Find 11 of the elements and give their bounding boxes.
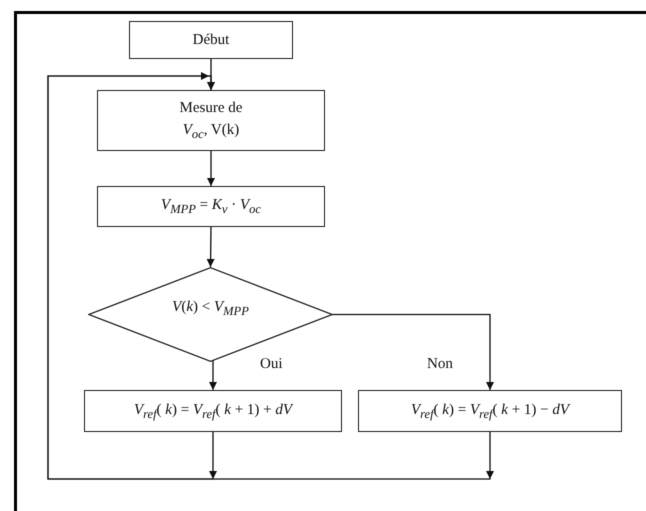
process-box [358, 390, 622, 432]
step-text: Mesure de V$_{oc}$, V(k) [178, 98, 244, 144]
start-text: Début [192, 30, 230, 50]
formula-text: V$_{MPP}$ = K$_{v}$ · V$_{oc}$ [161, 196, 261, 218]
start-box [129, 21, 293, 59]
process-box [97, 90, 325, 151]
condition-text: V(k) < V$_{MPP}$ [172, 298, 249, 320]
process-box [84, 390, 342, 432]
process-box [97, 186, 325, 227]
formula-text: V$_{ref}$( k) = V$_{ref}$( k + 1) + dV [134, 400, 292, 423]
formula-text: V$_{ref}$( k) = V$_{ref}$( k + 1) − dV [410, 400, 570, 423]
